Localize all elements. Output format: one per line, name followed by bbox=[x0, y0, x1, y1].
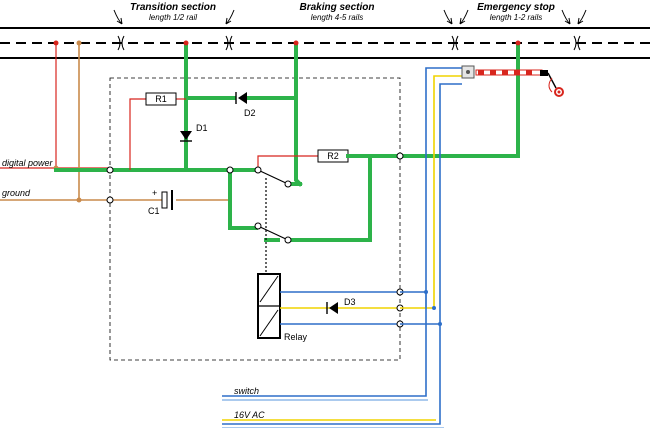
d2-label: D2 bbox=[244, 108, 256, 118]
resistor-r1: R1 bbox=[145, 92, 177, 106]
insulated-joint bbox=[117, 35, 581, 51]
track-feeders bbox=[53, 40, 82, 203]
diode-d1: D1 bbox=[180, 123, 208, 142]
relay-coil: Relay bbox=[257, 273, 308, 342]
control-wires: switch 16V AC bbox=[222, 67, 462, 428]
c1-polarity: + bbox=[152, 188, 157, 198]
braking-section-length: length 4-5 rails bbox=[311, 13, 363, 22]
emergency-section-title: Emergency stop bbox=[477, 2, 555, 13]
section-arrows bbox=[113, 9, 587, 25]
r2-label: R2 bbox=[327, 151, 339, 161]
d3-label: D3 bbox=[344, 297, 356, 307]
d1-label: D1 bbox=[196, 123, 208, 133]
relay-contacts bbox=[226, 166, 292, 274]
module-boundary bbox=[109, 77, 401, 361]
transition-section-length: length 1/2 rail bbox=[149, 13, 197, 22]
diode-d2: D2 bbox=[235, 92, 256, 118]
ac-label: 16V AC bbox=[234, 410, 265, 420]
track bbox=[0, 27, 650, 59]
digital-power-label: digital power bbox=[2, 158, 54, 168]
relay-label: Relay bbox=[284, 332, 308, 342]
transition-section-title: Transition section bbox=[130, 2, 216, 13]
track-wiring bbox=[54, 42, 520, 242]
emergency-section-length: length 1-2 rails bbox=[490, 13, 542, 22]
braking-section-title: Braking section bbox=[299, 2, 374, 13]
ground-label: ground bbox=[2, 188, 31, 198]
module-terminals bbox=[106, 152, 404, 328]
c1-label: C1 bbox=[148, 206, 160, 216]
r1-label: R1 bbox=[155, 94, 167, 104]
resistor-r2: R2 bbox=[317, 149, 349, 163]
diode-d3: D3 bbox=[326, 297, 356, 314]
signal-barrier bbox=[461, 65, 564, 97]
digital-power-wire: digital power bbox=[0, 44, 110, 169]
ground-wire: ground bbox=[0, 44, 228, 201]
capacitor-c1: + C1 bbox=[148, 188, 173, 216]
feed-wires bbox=[129, 98, 318, 170]
switch-label: switch bbox=[234, 386, 259, 396]
